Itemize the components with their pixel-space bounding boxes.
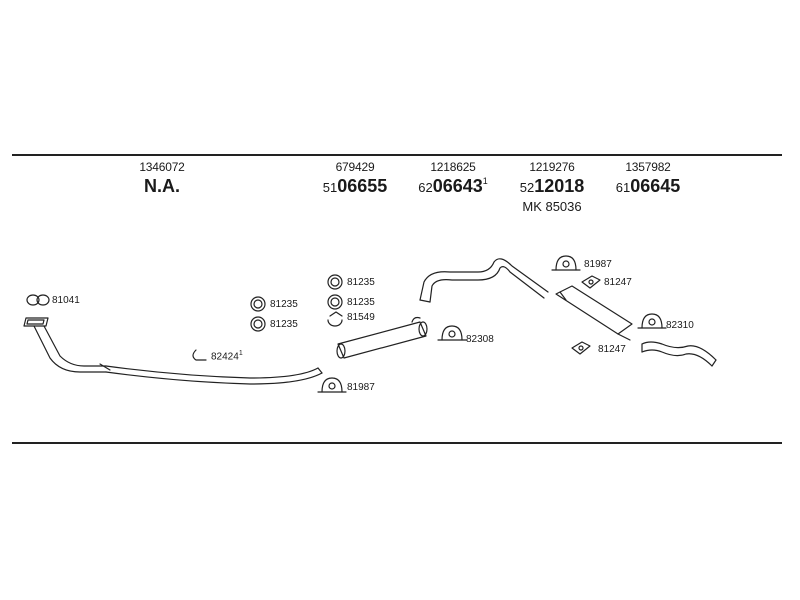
part-label: 81247 xyxy=(598,344,626,355)
top-divider-line xyxy=(12,154,782,156)
header-column-5: 1357982 6106645 xyxy=(598,160,698,197)
gasket-icon xyxy=(26,294,50,306)
header-column-3: 1218625 62066431 xyxy=(403,160,503,197)
front-pipe-icon xyxy=(23,317,111,373)
rubber-mount-icon xyxy=(581,275,601,289)
part-label: 81235 xyxy=(347,277,375,288)
part-label: 81235 xyxy=(347,297,375,308)
part-label: 81987 xyxy=(347,382,375,393)
clamp-ring-icon xyxy=(327,311,343,327)
u-clamp-icon xyxy=(551,255,581,271)
rear-pipe-icon xyxy=(419,258,549,303)
clamp-icon xyxy=(250,296,266,312)
oe-number: 1346072 xyxy=(139,160,185,174)
part-label: 81235 xyxy=(270,299,298,310)
part-number: N.A. xyxy=(144,176,180,196)
oe-number: 679429 xyxy=(335,160,375,174)
part-label: 81549 xyxy=(347,312,375,323)
u-clamp-icon xyxy=(437,325,467,341)
part-label: 82310 xyxy=(666,320,694,331)
bracket-icon xyxy=(192,349,207,361)
rubber-mount-icon xyxy=(571,341,591,355)
header-column-4: 1219276 5212018 MK 85036 xyxy=(502,160,602,214)
part-number: 6106645 xyxy=(615,176,681,196)
header-column-2: 679429 5106655 xyxy=(305,160,405,197)
oe-number: 1357982 xyxy=(625,160,671,174)
part-label: 82308 xyxy=(466,334,494,345)
header-column-1: 1346072 N.A. xyxy=(112,160,212,197)
part-label: 81987 xyxy=(584,259,612,270)
clamp-icon xyxy=(250,316,266,332)
oe-number: 1219276 xyxy=(529,160,575,174)
intermediate-pipe-icon xyxy=(105,365,323,385)
oe-number: 1218625 xyxy=(430,160,476,174)
middle-silencer-icon xyxy=(336,316,428,359)
u-clamp-icon xyxy=(317,377,347,393)
kit-number: MK 85036 xyxy=(522,199,582,214)
part-number: 5212018 xyxy=(519,176,585,196)
part-label: 824241 xyxy=(211,350,243,363)
clamp-icon xyxy=(327,274,343,290)
rear-silencer-icon xyxy=(555,285,633,341)
tail-pipe-icon xyxy=(641,341,717,367)
u-clamp-icon xyxy=(637,313,667,329)
part-number: 62066431 xyxy=(418,176,488,196)
part-label: 81041 xyxy=(52,295,80,306)
part-number: 5106655 xyxy=(322,176,388,196)
part-label: 81235 xyxy=(270,319,298,330)
clamp-icon xyxy=(327,294,343,310)
part-label: 81247 xyxy=(604,277,632,288)
bottom-divider-line xyxy=(12,442,782,444)
